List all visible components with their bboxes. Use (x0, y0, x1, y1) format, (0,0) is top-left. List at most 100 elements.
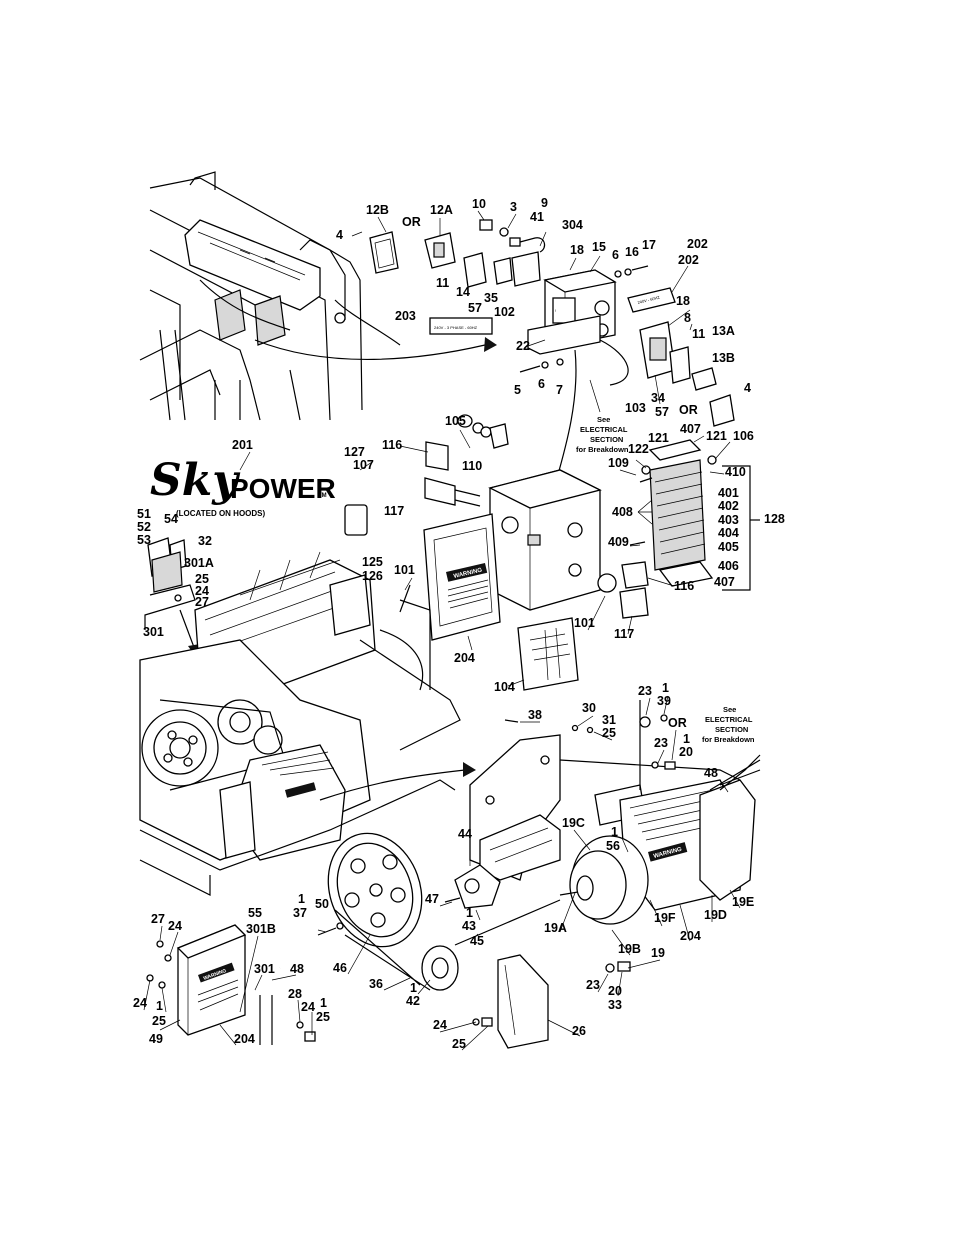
callout: 53 (137, 533, 151, 547)
callout: 36 (369, 977, 383, 991)
svg-text:ELECTRICAL: ELECTRICAL (580, 425, 628, 434)
svg-text:SECTION: SECTION (590, 435, 623, 444)
callout: 27 (151, 912, 165, 926)
callout: 204 (454, 651, 475, 665)
callout: 1 (156, 999, 163, 1013)
callout: 22 (516, 339, 530, 353)
platform-frame-drawing (139, 171, 497, 421)
callout: 19F (654, 911, 676, 925)
svg-text:See: See (597, 415, 610, 424)
callout: 408 (612, 505, 633, 519)
svg-text:for Breakdown: for Breakdown (702, 735, 755, 744)
callout: 301A (184, 556, 214, 570)
callout: 17 (642, 238, 656, 252)
junction-box-assembly: WARNING (344, 414, 760, 691)
callout: 1 (466, 906, 473, 920)
callout: 402 (718, 499, 739, 513)
callout: 25 (602, 726, 616, 740)
callout: 202 (687, 237, 708, 251)
callout: 19D (704, 908, 727, 922)
callout: 37 (293, 906, 307, 920)
skypower-logo: Sky POWER TM (LOCATED ON HOODS) (150, 455, 336, 518)
callout: 23 (638, 684, 652, 698)
engine-drawing (139, 551, 476, 896)
callout: 15 (592, 240, 606, 254)
callout: 403 (718, 513, 739, 527)
callout: 1 (683, 732, 690, 746)
callout: 32 (198, 534, 212, 548)
lower-electrical-box: WARNING (146, 924, 316, 1045)
voltage-decal-text: 240V - 60HZ (637, 294, 661, 304)
callout: 49 (149, 1032, 163, 1046)
callout: 19C (562, 816, 585, 830)
callout: 24 (168, 919, 182, 933)
electrical-note-1: See ELECTRICAL SECTION for Breakdown (576, 415, 629, 454)
callout: 203 (395, 309, 416, 323)
callout: 7 (556, 383, 563, 397)
callout: 47 (425, 892, 439, 906)
callout: 51 (137, 507, 151, 521)
terminal-block (639, 439, 717, 587)
callout: 104 (494, 680, 515, 694)
callout: 46 (333, 961, 347, 975)
callout: 125 (362, 555, 383, 569)
callout: 33 (608, 998, 622, 1012)
callout: 34 (651, 391, 665, 405)
callout: 1 (298, 892, 305, 906)
control-box-assembly: ! 240V - 60HZ 240V - 3 PHASE - 60HZ (369, 219, 735, 495)
callout: 9 (541, 196, 548, 210)
callout: 128 (764, 512, 785, 526)
svg-text:!: ! (555, 308, 556, 313)
callout: 301B (246, 922, 276, 936)
callout: 56 (606, 839, 620, 853)
callout: 121 (648, 431, 669, 445)
callout: 45 (470, 934, 484, 948)
callout: 27 (195, 595, 209, 609)
callout: 117 (614, 627, 634, 641)
callout: 6 (612, 248, 619, 262)
callout: 24 (195, 584, 209, 598)
callout: 407 (714, 575, 735, 589)
callout: 25 (316, 1010, 330, 1024)
callout: 109 (608, 456, 629, 470)
callout: 16 (625, 245, 639, 259)
callout: OR (668, 716, 687, 730)
svg-text:for Breakdown: for Breakdown (576, 445, 629, 454)
callout: 10 (472, 197, 486, 211)
callout: 25 (195, 572, 209, 586)
callout: 43 (462, 919, 476, 933)
callout: 105 (445, 414, 466, 428)
callout: 5 (514, 383, 521, 397)
callout: 126 (362, 569, 383, 583)
callout: 25 (452, 1037, 466, 1051)
callout: 107 (353, 458, 374, 472)
logo-power-text: POWER (230, 473, 336, 504)
callout: 4 (744, 381, 751, 395)
callout: 44 (458, 827, 472, 841)
callout: 407 (680, 422, 701, 436)
callout: 26 (572, 1024, 586, 1038)
callout: 121 (706, 429, 727, 443)
callout: 101 (394, 563, 415, 577)
callout: 116 (674, 579, 694, 593)
callout: 11 (436, 276, 449, 290)
callout: 23 (654, 736, 668, 750)
callout: 204 (234, 1032, 255, 1046)
callout: 409 (608, 535, 629, 549)
callout: 28 (288, 987, 302, 1001)
callout-labels: 12B OR 12A 10 3 9 41 304 4 18 15 6 16 17… (133, 196, 785, 1051)
callout: 13A (712, 324, 735, 338)
callout: 122 (628, 442, 649, 456)
callout: 55 (248, 906, 262, 920)
callout: 57 (468, 301, 482, 315)
callout: 35 (484, 291, 498, 305)
svg-text:See: See (723, 705, 736, 714)
callout: 110 (462, 459, 482, 473)
callout: 410 (725, 465, 746, 479)
callout: 1 (320, 996, 327, 1010)
logo-caption: (LOCATED ON HOODS) (176, 509, 266, 518)
callout: 18 (570, 243, 584, 257)
callout: 406 (718, 559, 739, 573)
callout: 1 (611, 825, 618, 839)
